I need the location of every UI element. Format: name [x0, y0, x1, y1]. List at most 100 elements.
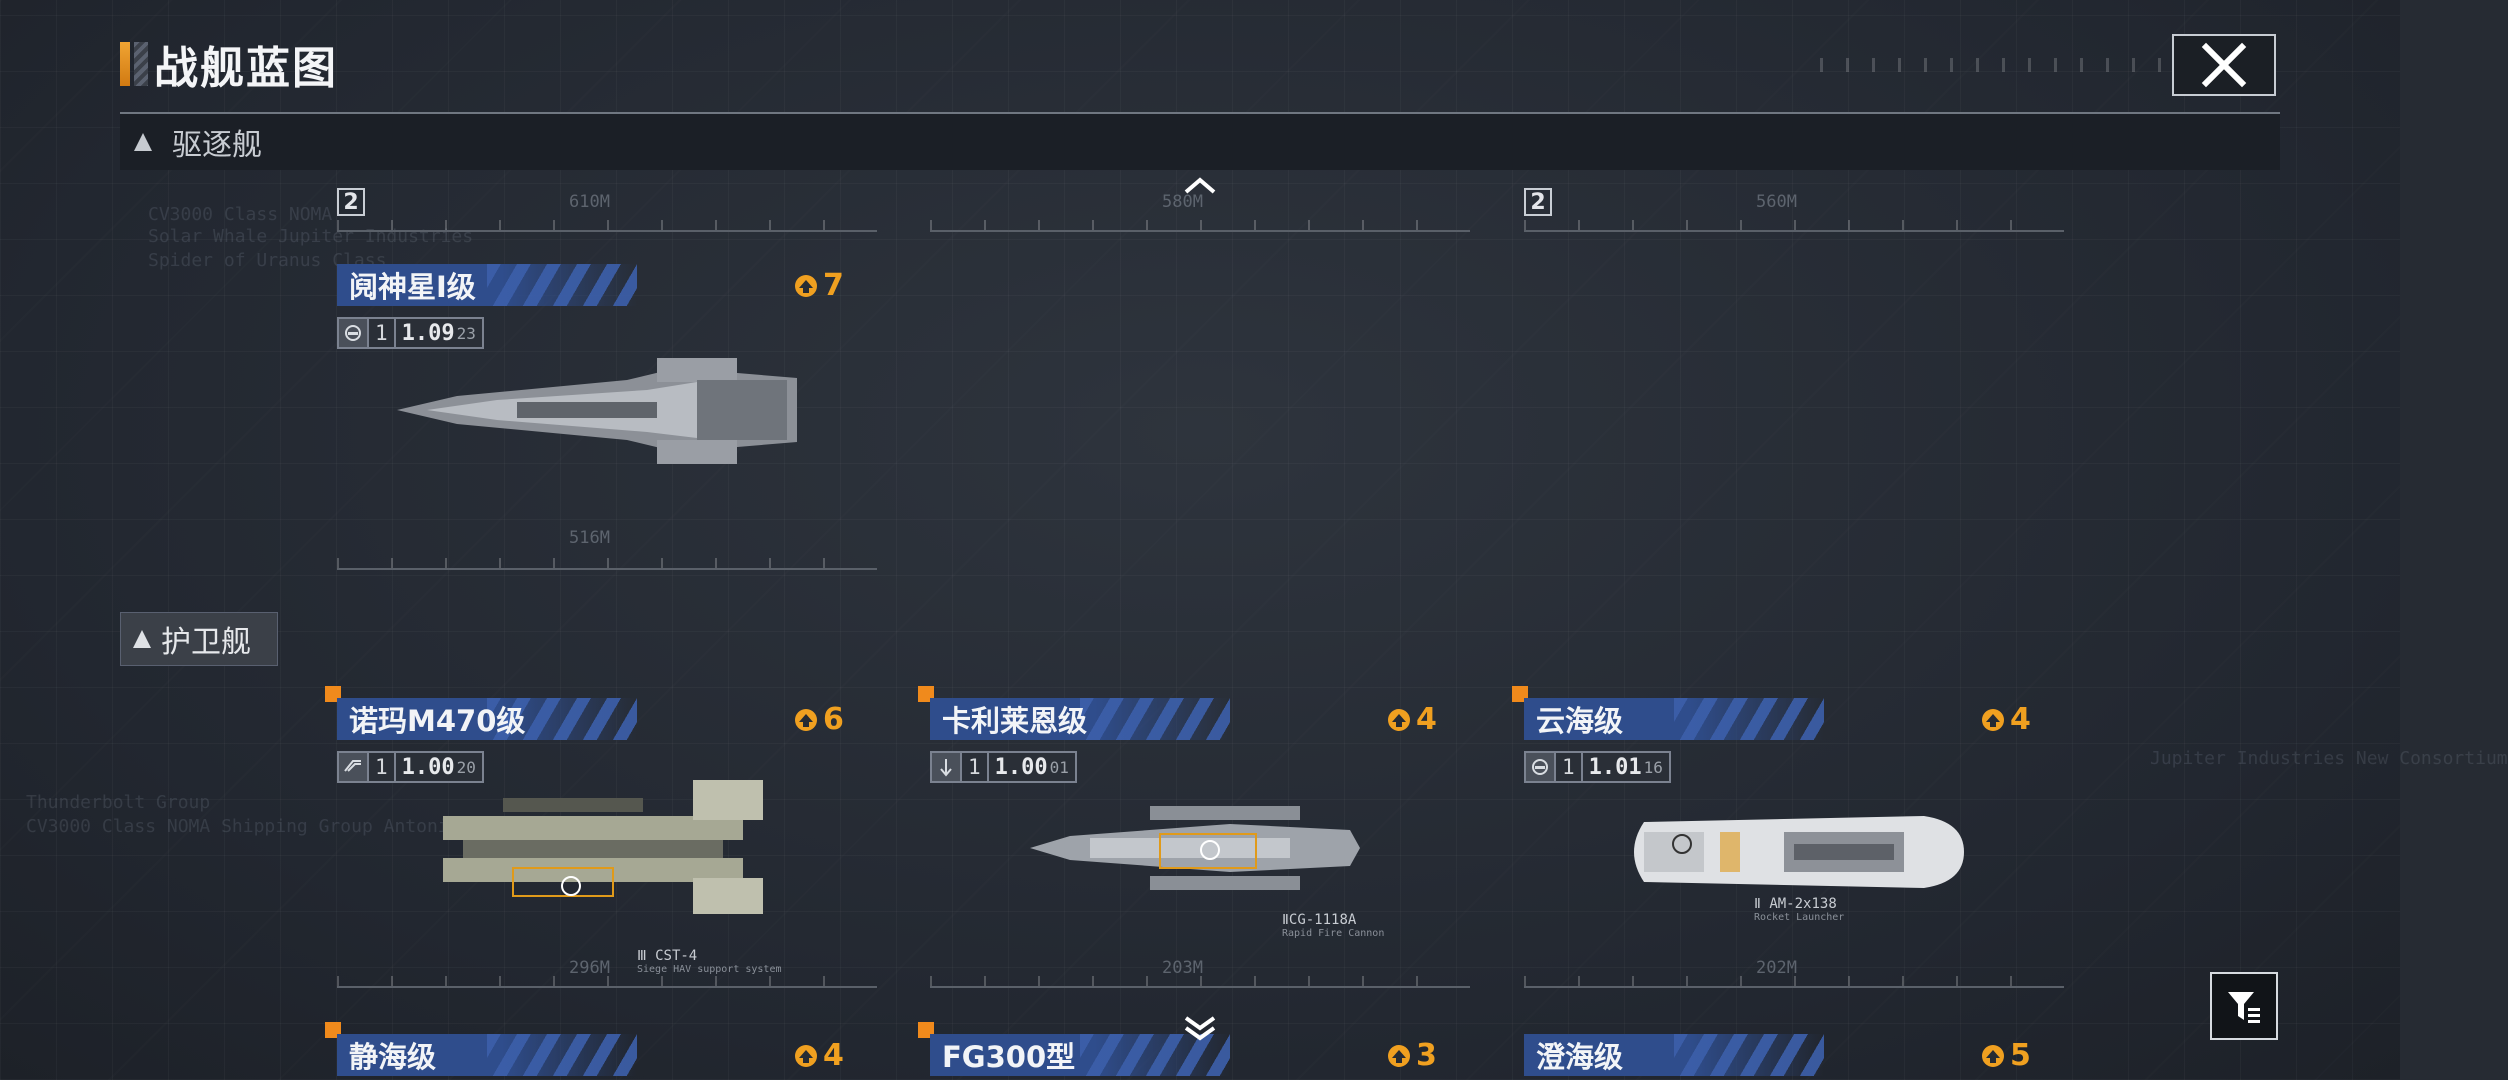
collapse-triangle-icon	[134, 133, 152, 151]
ship-image	[1634, 816, 1964, 888]
blueprint-count: 5	[1980, 1038, 2031, 1073]
bg-text: Jupiter Industries New Consortium	[2150, 748, 2508, 769]
ship-version: 1.00 01	[988, 751, 1077, 783]
blueprint-icon	[1982, 1044, 2004, 1067]
ship-stats: 1 1.01 16	[1524, 750, 1671, 784]
ship-name: 阋神星Ⅰ级	[349, 270, 476, 304]
ship-name: 澄海级	[1536, 1040, 1624, 1074]
length-label: 610M	[569, 192, 610, 212]
count-badge: 2	[337, 188, 365, 216]
ghost-card-1: 2 610M	[337, 182, 877, 242]
count-value: 3	[1416, 1038, 1437, 1073]
chevron-down-icon	[1184, 1016, 1216, 1041]
version-minor: 01	[1049, 757, 1069, 777]
title-accent	[120, 42, 130, 86]
ship-image	[443, 780, 763, 914]
ship-class-icon	[1524, 751, 1556, 783]
section-title: 护卫舰	[161, 625, 251, 660]
ship-class-icon	[337, 751, 369, 783]
ship-stats: 1 1.09 23	[337, 316, 484, 350]
count-badge: 2	[1524, 188, 1552, 216]
section-header-destroyer[interactable]: 驱逐舰	[120, 114, 2280, 170]
ship-card-chenghai[interactable]: 澄海级 5	[1524, 1034, 2064, 1080]
blueprint-icon	[1388, 1044, 1410, 1067]
ship-class-icon	[337, 317, 369, 349]
length-label: 296M	[569, 958, 610, 978]
length-ruler	[337, 972, 877, 988]
ship-name: 静海级	[349, 1040, 437, 1074]
blueprint-count: 3	[1386, 1038, 1437, 1073]
ship-name-bar: 静海级	[337, 1034, 637, 1076]
version-main: 1.00	[401, 754, 455, 780]
bg-text: CV3000 Class NOMA	[148, 204, 333, 225]
length-ruler	[337, 554, 877, 570]
header-divider	[120, 112, 2280, 114]
section-header-escort[interactable]: 护卫舰	[120, 612, 278, 666]
section-title: 驱逐舰	[172, 128, 262, 163]
ship-stats: 1 1.00 20	[337, 750, 484, 784]
ship-image	[397, 358, 797, 464]
filter-button[interactable]	[2210, 972, 2278, 1040]
ship-card-kalirain[interactable]: 卡利莱恩级 4 1 1.00 01 ⅡCG-1118A Rapid Fire C…	[918, 686, 1470, 998]
ship-name: 诺玛M470级	[349, 704, 526, 738]
ship-name: 云海级	[1536, 704, 1624, 738]
chevron-up-icon	[1184, 177, 1216, 194]
close-icon	[2201, 42, 2247, 88]
title-stripes	[134, 42, 148, 86]
blueprint-count: 4	[1386, 702, 1437, 737]
ship-card-yunhai[interactable]: 云海级 4 1 1.01 16 Ⅱ AM-2x138 Rocket Launch…	[1512, 686, 2064, 998]
bg-text: Thunderbolt Group	[26, 792, 211, 813]
length-label: 560M	[1756, 192, 1797, 212]
weapon-name: ⅡCG-1118A	[1282, 912, 1357, 928]
scroll-up-button[interactable]	[1180, 174, 1220, 204]
blueprint-count: 7	[793, 268, 844, 303]
ship-name-bar: 澄海级	[1524, 1034, 1824, 1076]
version-main: 1.09	[401, 320, 455, 346]
length-ruler	[930, 972, 1470, 988]
ship-tier: 1	[1556, 751, 1583, 783]
ship-version: 1.00 20	[395, 751, 484, 783]
ship-image	[1030, 806, 1360, 890]
length-label: 580M	[1162, 192, 1203, 212]
ship-stats: 1 1.00 01	[930, 750, 1077, 784]
length-ruler	[1524, 216, 2064, 232]
ship-name-bar: 云海级	[1524, 698, 1824, 740]
blueprint-count: 4	[793, 1038, 844, 1073]
ship-card-nemesis[interactable]: 阋神星Ⅰ级 7 1 1.09 23 516M	[337, 264, 877, 574]
weapon-name: Ⅱ AM-2x138	[1754, 896, 1837, 912]
weapon-callout: Ⅲ CST-4 Siege HAV support system	[637, 948, 782, 975]
ship-card-jinghai[interactable]: 静海级 4	[325, 1022, 877, 1080]
ghost-card-2: 580M	[930, 182, 1470, 242]
ship-name-bar: FG300型	[930, 1034, 1230, 1076]
ship-tier: 1	[369, 751, 396, 783]
weapon-desc: Siege HAV support system	[637, 964, 782, 975]
bg-text: Spider of Uranus Class	[148, 250, 387, 271]
count-value: 5	[2010, 1038, 2031, 1073]
scroll-down-button[interactable]	[1180, 1014, 1220, 1044]
count-value: 4	[823, 1038, 844, 1073]
blueprint-count: 4	[1980, 702, 2031, 737]
ship-card-fg300[interactable]: FG300型 3	[918, 1022, 1470, 1080]
ship-version: 1.09 23	[395, 317, 484, 349]
ship-name: 卡利莱恩级	[942, 704, 1088, 738]
blueprint-icon	[795, 1044, 817, 1067]
ship-class-icon	[930, 751, 962, 783]
ship-tier: 1	[369, 317, 396, 349]
version-main: 1.01	[1588, 754, 1642, 780]
ghost-card-3: 2 560M	[1524, 182, 2064, 242]
ship-name-bar: 卡利莱恩级	[930, 698, 1230, 740]
blueprint-icon	[1982, 708, 2004, 731]
weapon-name: Ⅲ CST-4	[637, 948, 698, 964]
weapon-callout: Ⅱ AM-2x138 Rocket Launcher	[1754, 896, 1844, 923]
ship-name-bar: 阋神星Ⅰ级	[337, 264, 637, 306]
ship-card-noma[interactable]: 诺玛M470级 6 1 1.00 20 Ⅲ CST-4 Siege HAV su…	[325, 686, 877, 998]
ship-tier: 1	[962, 751, 989, 783]
version-main: 1.00	[994, 754, 1048, 780]
version-minor: 20	[456, 757, 476, 777]
version-minor: 23	[456, 323, 476, 343]
close-button[interactable]	[2172, 34, 2276, 96]
blueprint-icon	[1388, 708, 1410, 731]
length-label: 202M	[1756, 958, 1797, 978]
count-value: 4	[2010, 702, 2031, 737]
blueprint-icon	[795, 708, 817, 731]
